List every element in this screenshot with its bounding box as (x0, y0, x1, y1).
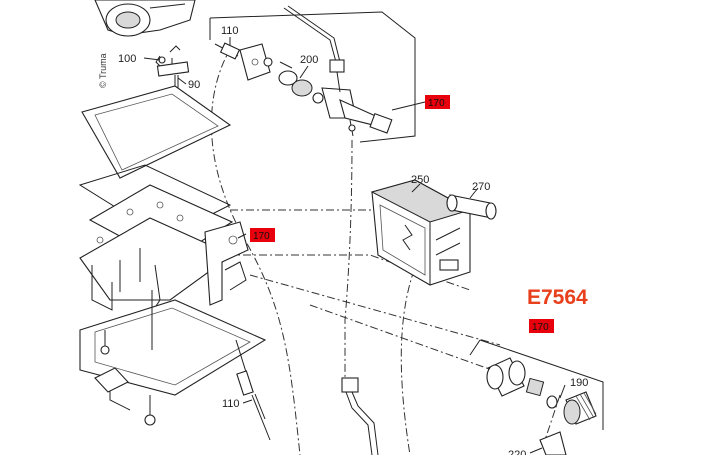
gas-valve-assembly (214, 5, 393, 137)
part-tag-170-bracket: 170 (250, 228, 275, 242)
label-leaders (143, 37, 566, 454)
label-110-bottom: 110 (222, 398, 240, 410)
burner-housing (94, 0, 196, 37)
part-tag-170-valve: 170 (425, 95, 450, 109)
label-190: 190 (570, 377, 588, 389)
mounting-bracket (204, 221, 249, 306)
label-90: 90 (188, 79, 200, 91)
part-tag-box (425, 95, 450, 109)
part-tag-box (250, 228, 275, 242)
label-250: 250 (411, 174, 429, 186)
label-100: 100 (118, 53, 136, 65)
cable-connector (341, 377, 379, 455)
part-tag-label: 170 (428, 98, 445, 109)
assembly-frames (209, 11, 604, 430)
knob-assembly (486, 357, 597, 455)
sensor-rod (446, 194, 497, 220)
label-220: 220 (508, 449, 526, 455)
part-tag-label: 170 (532, 322, 549, 333)
control-unit (370, 179, 472, 286)
part-tag-170-knob: 170 (529, 319, 554, 333)
burner-tray (78, 85, 267, 426)
part-tag-box (529, 319, 554, 333)
copyright-watermark: © Truma (98, 53, 108, 88)
diagram-code-title: E7564 (527, 286, 588, 309)
label-200: 200 (300, 54, 318, 66)
label-110-top: 110 (221, 25, 239, 37)
part-tag-label: 170 (253, 231, 270, 242)
thermocouple-lower (235, 339, 271, 441)
label-270: 270 (472, 181, 490, 193)
